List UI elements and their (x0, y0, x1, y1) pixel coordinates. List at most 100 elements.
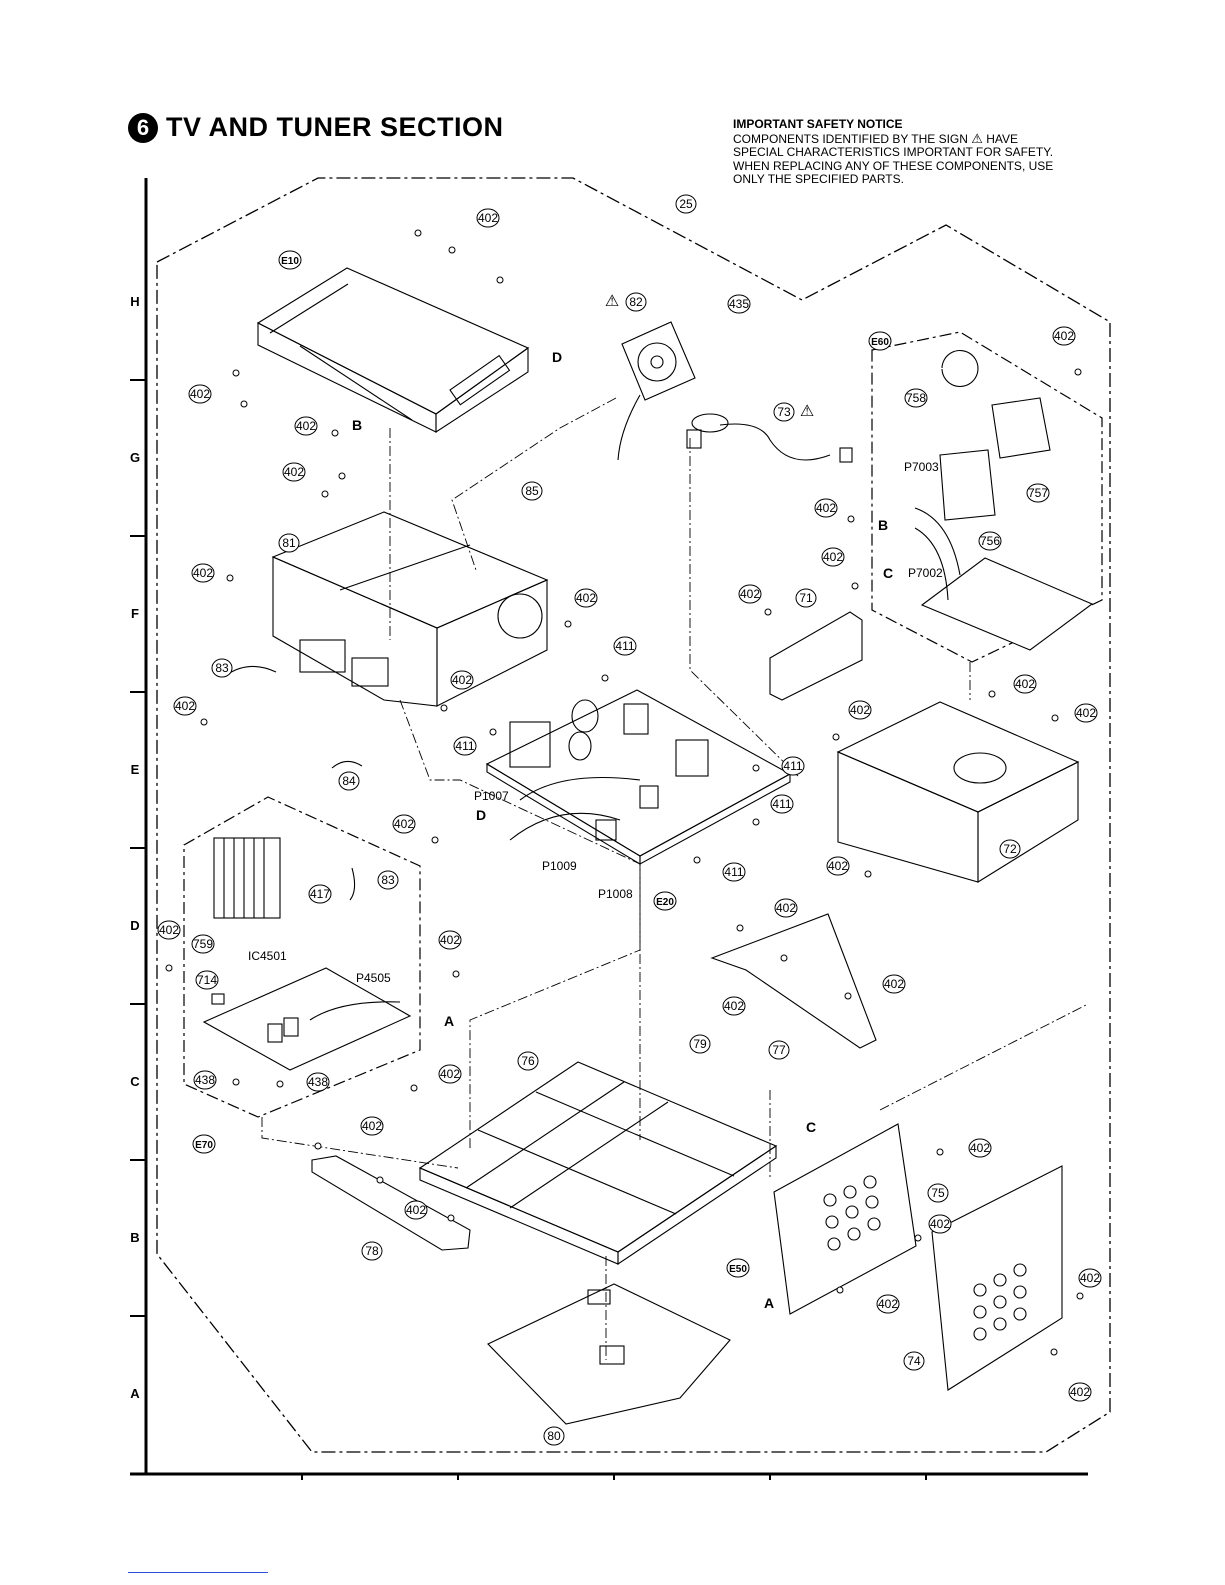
part-bubble-714: 714 (195, 970, 219, 990)
svg-text:402: 402 (828, 859, 848, 873)
connector-p7003: P7003 (904, 460, 939, 474)
part-drawings (202, 267, 1094, 1425)
part-bubble-25: 25 (675, 194, 697, 214)
part-bubble-402-e2: 402 (173, 696, 197, 716)
svg-text:402: 402 (193, 566, 213, 580)
row-label-c: C (130, 1074, 140, 1089)
connector-p4505: P4505 (356, 971, 391, 985)
part-bubble-76: 76 (517, 1051, 539, 1071)
notice-line-4: ONLY THE SPECIFIED PARTS. (733, 172, 904, 186)
e50-label: E50 (726, 1258, 750, 1278)
part-bubble-84: 84 (338, 771, 360, 791)
svg-text:402: 402 (406, 1203, 426, 1217)
notice-line-3: WHEN REPLACING ANY OF THESE COMPONENTS, … (733, 158, 1054, 173)
part-bubble-756: 756 (978, 531, 1002, 551)
svg-text:402: 402 (284, 465, 304, 479)
part-bubble-74: 74 (903, 1351, 925, 1371)
part-bubble-411-e: 411 (722, 862, 746, 882)
svg-text:411: 411 (724, 865, 743, 879)
part-bubble-435: 435 (727, 294, 751, 314)
svg-text:25: 25 (679, 197, 693, 211)
notice-line-1b: HAVE (986, 131, 1019, 146)
part-bubble-402-e1: 402 (1013, 674, 1037, 694)
outer-boundary (156, 177, 1111, 1453)
svg-text:402: 402 (1015, 677, 1035, 691)
svg-text:80: 80 (547, 1429, 561, 1443)
svg-text:79: 79 (693, 1037, 707, 1051)
row-label-g: G (130, 450, 140, 465)
footer-link-underline (128, 1572, 268, 1573)
svg-text:411: 411 (455, 739, 474, 753)
part-bubble-402-f5: 402 (450, 670, 474, 690)
row-ticks (130, 379, 927, 1480)
part-bubble-759: 759 (191, 934, 215, 954)
svg-text:402: 402 (159, 923, 179, 937)
svg-text:72: 72 (1003, 842, 1017, 856)
part-bubble-402-g2: 402 (282, 462, 306, 482)
part-bubble-402-f1: 402 (821, 547, 845, 567)
svg-text:75: 75 (931, 1186, 945, 1200)
row-label-a: A (130, 1386, 140, 1401)
reference-letters: D B B C D A C A (352, 349, 893, 1311)
part-bubble-402-a2: 402 (876, 1294, 900, 1314)
ref-letter-d-2: D (476, 807, 486, 823)
part-bubble-83-b: 83 (377, 870, 399, 890)
part-bubble-402-c2: 402 (722, 996, 746, 1016)
svg-text:402: 402 (823, 550, 843, 564)
part-bubble-402-d3: 402 (157, 920, 181, 940)
ic4501-label: IC4501 (248, 949, 287, 963)
part-bubble-757: 757 (1026, 483, 1050, 503)
part-bubble-411-b: 411 (453, 736, 477, 756)
svg-text:402: 402 (175, 699, 195, 713)
svg-text:759: 759 (193, 937, 213, 951)
warning-triangle-icon: ⚠ (605, 293, 619, 310)
notice-line-1a: COMPONENTS IDENTIFIED BY THE SIGN (733, 131, 968, 146)
row-label-d: D (130, 918, 139, 933)
ref-letter-c-2: C (806, 1119, 816, 1135)
notice-line-2: SPECIAL CHARACTERISTICS IMPORTANT FOR SA… (733, 145, 1054, 159)
assembly-lines (261, 397, 1089, 1360)
part-bubble-411-a: 411 (613, 636, 637, 656)
svg-text:402: 402 (362, 1119, 382, 1133)
svg-text:78: 78 (365, 1244, 379, 1258)
e70-boundary (183, 796, 421, 1118)
part-bubble-402-a1: 402 (1078, 1268, 1102, 1288)
svg-text:402: 402 (970, 1141, 990, 1155)
svg-text:435: 435 (729, 297, 749, 311)
ref-letter-d-1: D (552, 349, 562, 365)
part-bubble-402-d2: 402 (774, 898, 798, 918)
notice-line-1: COMPONENTS IDENTIFIED BY THE SIGN ⚠ HAVE (733, 131, 1153, 147)
svg-text:402: 402 (878, 1297, 898, 1311)
svg-text:402: 402 (452, 673, 472, 687)
part-bubble-402-f2: 402 (191, 563, 215, 583)
part-bubble-71: 71 (795, 588, 817, 608)
part-bubble-438-b: 438 (306, 1072, 330, 1092)
connector-p1009: P1009 (542, 859, 577, 873)
svg-text:402: 402 (1054, 329, 1074, 343)
svg-text:402: 402 (1070, 1385, 1090, 1399)
part-bubble-85: 85 (521, 481, 543, 501)
svg-text:714: 714 (197, 973, 217, 987)
e60-boundary (871, 331, 1103, 663)
svg-text:84: 84 (342, 774, 356, 788)
part-bubble-78: 78 (361, 1241, 383, 1261)
part-bubble-73: 73⚠ (773, 402, 814, 422)
svg-text:83: 83 (215, 661, 229, 675)
part-bubble-77: 77 (768, 1040, 790, 1060)
svg-text:417: 417 (310, 887, 330, 901)
svg-text:81: 81 (282, 536, 296, 550)
svg-text:402: 402 (576, 591, 596, 605)
part-bubble-80: 80 (543, 1426, 565, 1446)
part-bubble-402-h1: 402 (188, 384, 212, 404)
connector-labels: P7003 P7002 P1007 P1009 P1008 P4505 IC45… (248, 460, 943, 985)
svg-text:71: 71 (799, 591, 813, 605)
part-bubble-402-b2: 402 (968, 1138, 992, 1158)
svg-text:757: 757 (1028, 486, 1048, 500)
row-label-b: B (130, 1230, 139, 1245)
svg-text:411: 411 (783, 759, 802, 773)
part-bubble-75: 75 (927, 1183, 949, 1203)
ref-letter-a-1: A (444, 1013, 454, 1029)
svg-text:402: 402 (816, 501, 836, 515)
part-bubble-402-b4: 402 (928, 1214, 952, 1234)
